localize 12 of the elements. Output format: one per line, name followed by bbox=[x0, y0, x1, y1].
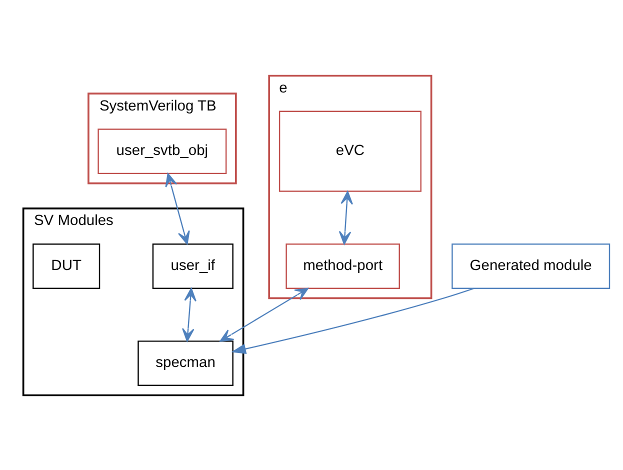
arrow bbox=[182, 287, 196, 342]
node-box: Generated module bbox=[452, 242, 610, 288]
node-box: user_if bbox=[152, 242, 234, 288]
arrow bbox=[231, 287, 474, 354]
node-box: user_svtb_obj bbox=[98, 128, 227, 174]
node-box: specman bbox=[138, 340, 234, 386]
node-box: DUT bbox=[32, 242, 100, 288]
arrow bbox=[338, 190, 353, 244]
node-box: method-port bbox=[286, 242, 400, 288]
arrow bbox=[220, 287, 309, 342]
arrow bbox=[165, 172, 190, 244]
node-box: eVC bbox=[278, 110, 422, 192]
